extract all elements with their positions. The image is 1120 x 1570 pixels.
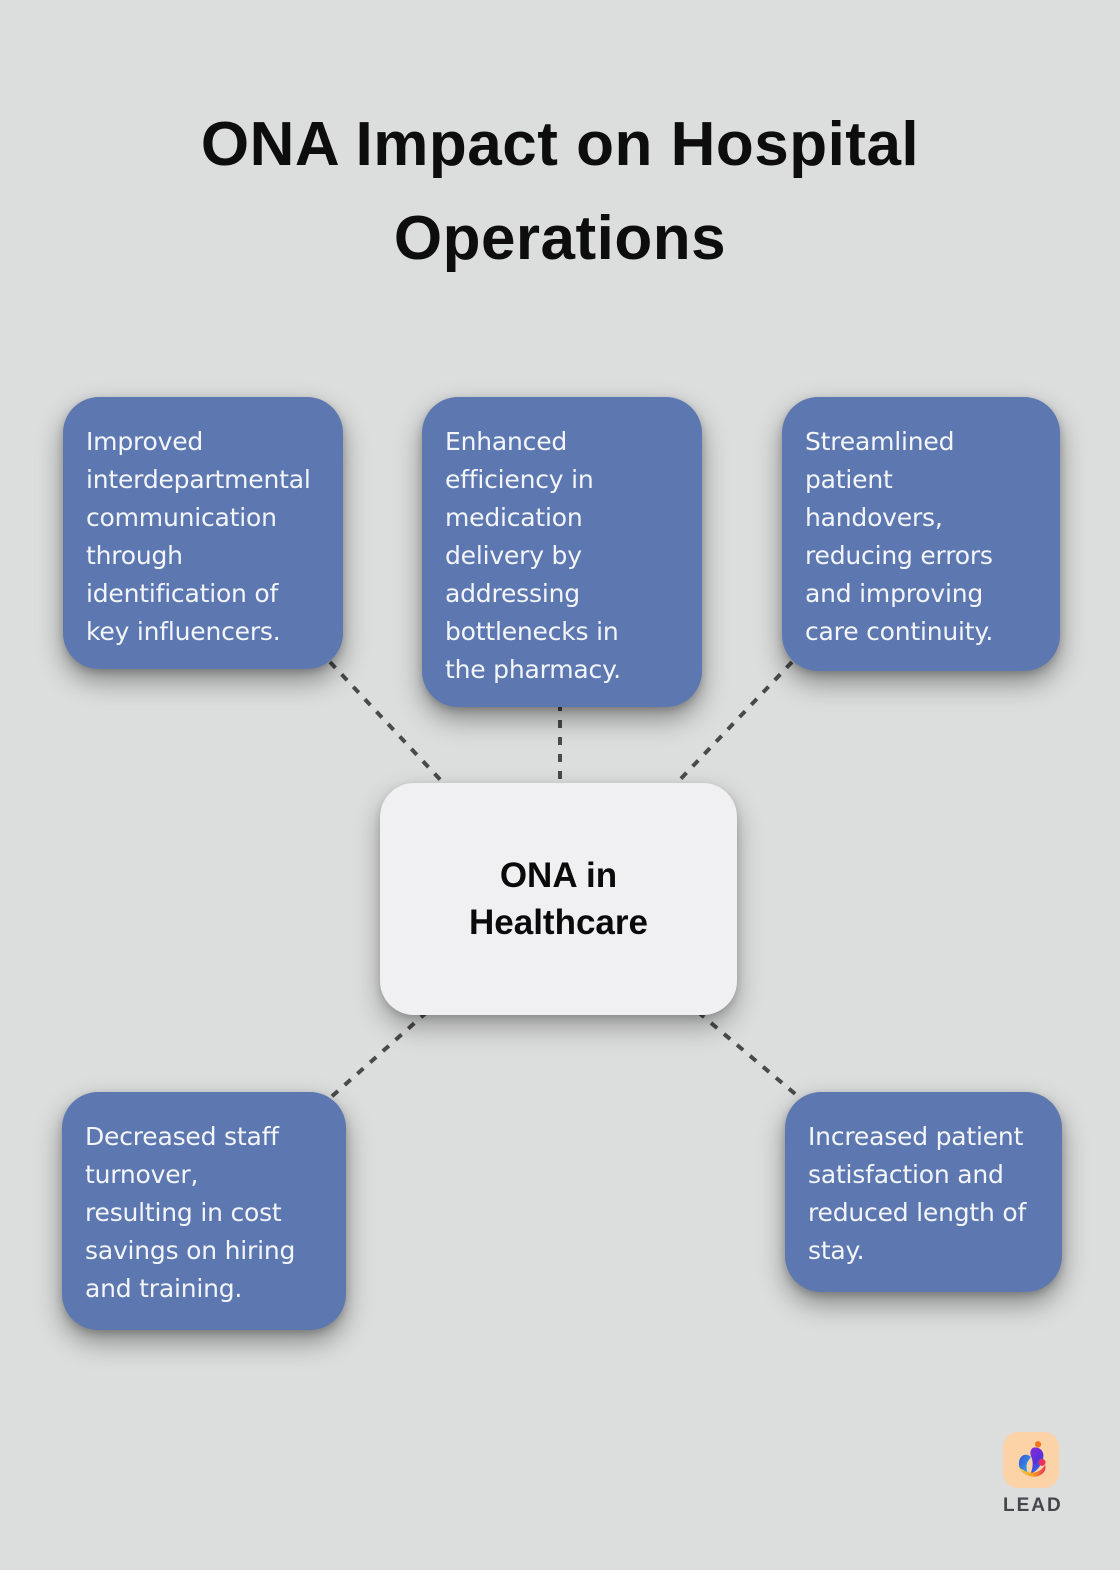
lead-swirl-i-icon: [1018, 1441, 1046, 1477]
branch-text: Streamlined patient handovers, reducing …: [805, 427, 994, 646]
center-node: ONA in Healthcare: [380, 783, 737, 1015]
branch-node-top-right: Streamlined patient handovers, reducing …: [782, 397, 1060, 671]
connector-top-right: [670, 660, 794, 790]
branch-text: Decreased staff turnover, resulting in c…: [85, 1122, 296, 1303]
connector-top-left: [328, 660, 450, 790]
branch-text: Increased patient satisfaction and reduc…: [808, 1122, 1027, 1265]
page-title: ONA Impact on Hospital Operations: [200, 110, 920, 273]
branch-node-top-left: Improved interdepartmental communication…: [63, 397, 343, 669]
brand-logo-tile: [1003, 1432, 1059, 1488]
brand-block: LEAD: [1003, 1432, 1061, 1517]
brand-label: LEAD: [1003, 1495, 1063, 1516]
branch-node-bottom-right: Increased patient satisfaction and reduc…: [785, 1092, 1062, 1292]
connector-bottom-left: [328, 1010, 429, 1100]
center-node-label: ONA in Healthcare: [469, 856, 648, 942]
branch-node-top-center: Enhanced efficiency in medication delive…: [422, 397, 702, 707]
branch-node-bottom-left: Decreased staff turnover, resulting in c…: [62, 1092, 346, 1330]
branch-text: Enhanced efficiency in medication delive…: [445, 427, 621, 684]
connector-bottom-right: [696, 1010, 802, 1100]
branch-text: Improved interdepartmental communication…: [86, 427, 311, 646]
